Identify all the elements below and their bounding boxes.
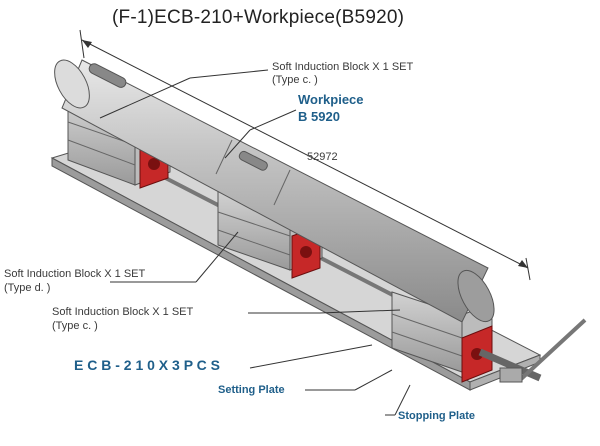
diagram-title: (F-1)ECB-210+Workpiece(B5920) [112,7,405,28]
workpiece-code: B 5920 [298,109,340,124]
ecb-count-label: E C B - 2 1 0 X 3 P C S [74,357,221,373]
soft-block-top-type: (Type c. ) [272,74,318,86]
workpiece-cylinder [54,59,495,323]
setting-plate-label: Setting Plate [218,384,285,396]
soft-block-left-type: (Type d. ) [4,282,51,294]
soft-block-mid-type: (Type c. ) [52,320,98,332]
dimension-value: 52972 [307,151,338,163]
soft-block-left-label: Soft Induction Block X 1 SET [4,268,146,280]
workpiece-label: Workpiece [298,92,364,107]
stopping-plate-label: Stopping Plate [398,410,475,422]
leader-lines [99,69,411,416]
soft-block-top-label: Soft Induction Block X 1 SET [272,61,414,73]
dimension-line [79,29,531,281]
stopping-plate-lever [478,318,587,383]
soft-block-mid-label: Soft Induction Block X 1 SET [52,306,194,318]
